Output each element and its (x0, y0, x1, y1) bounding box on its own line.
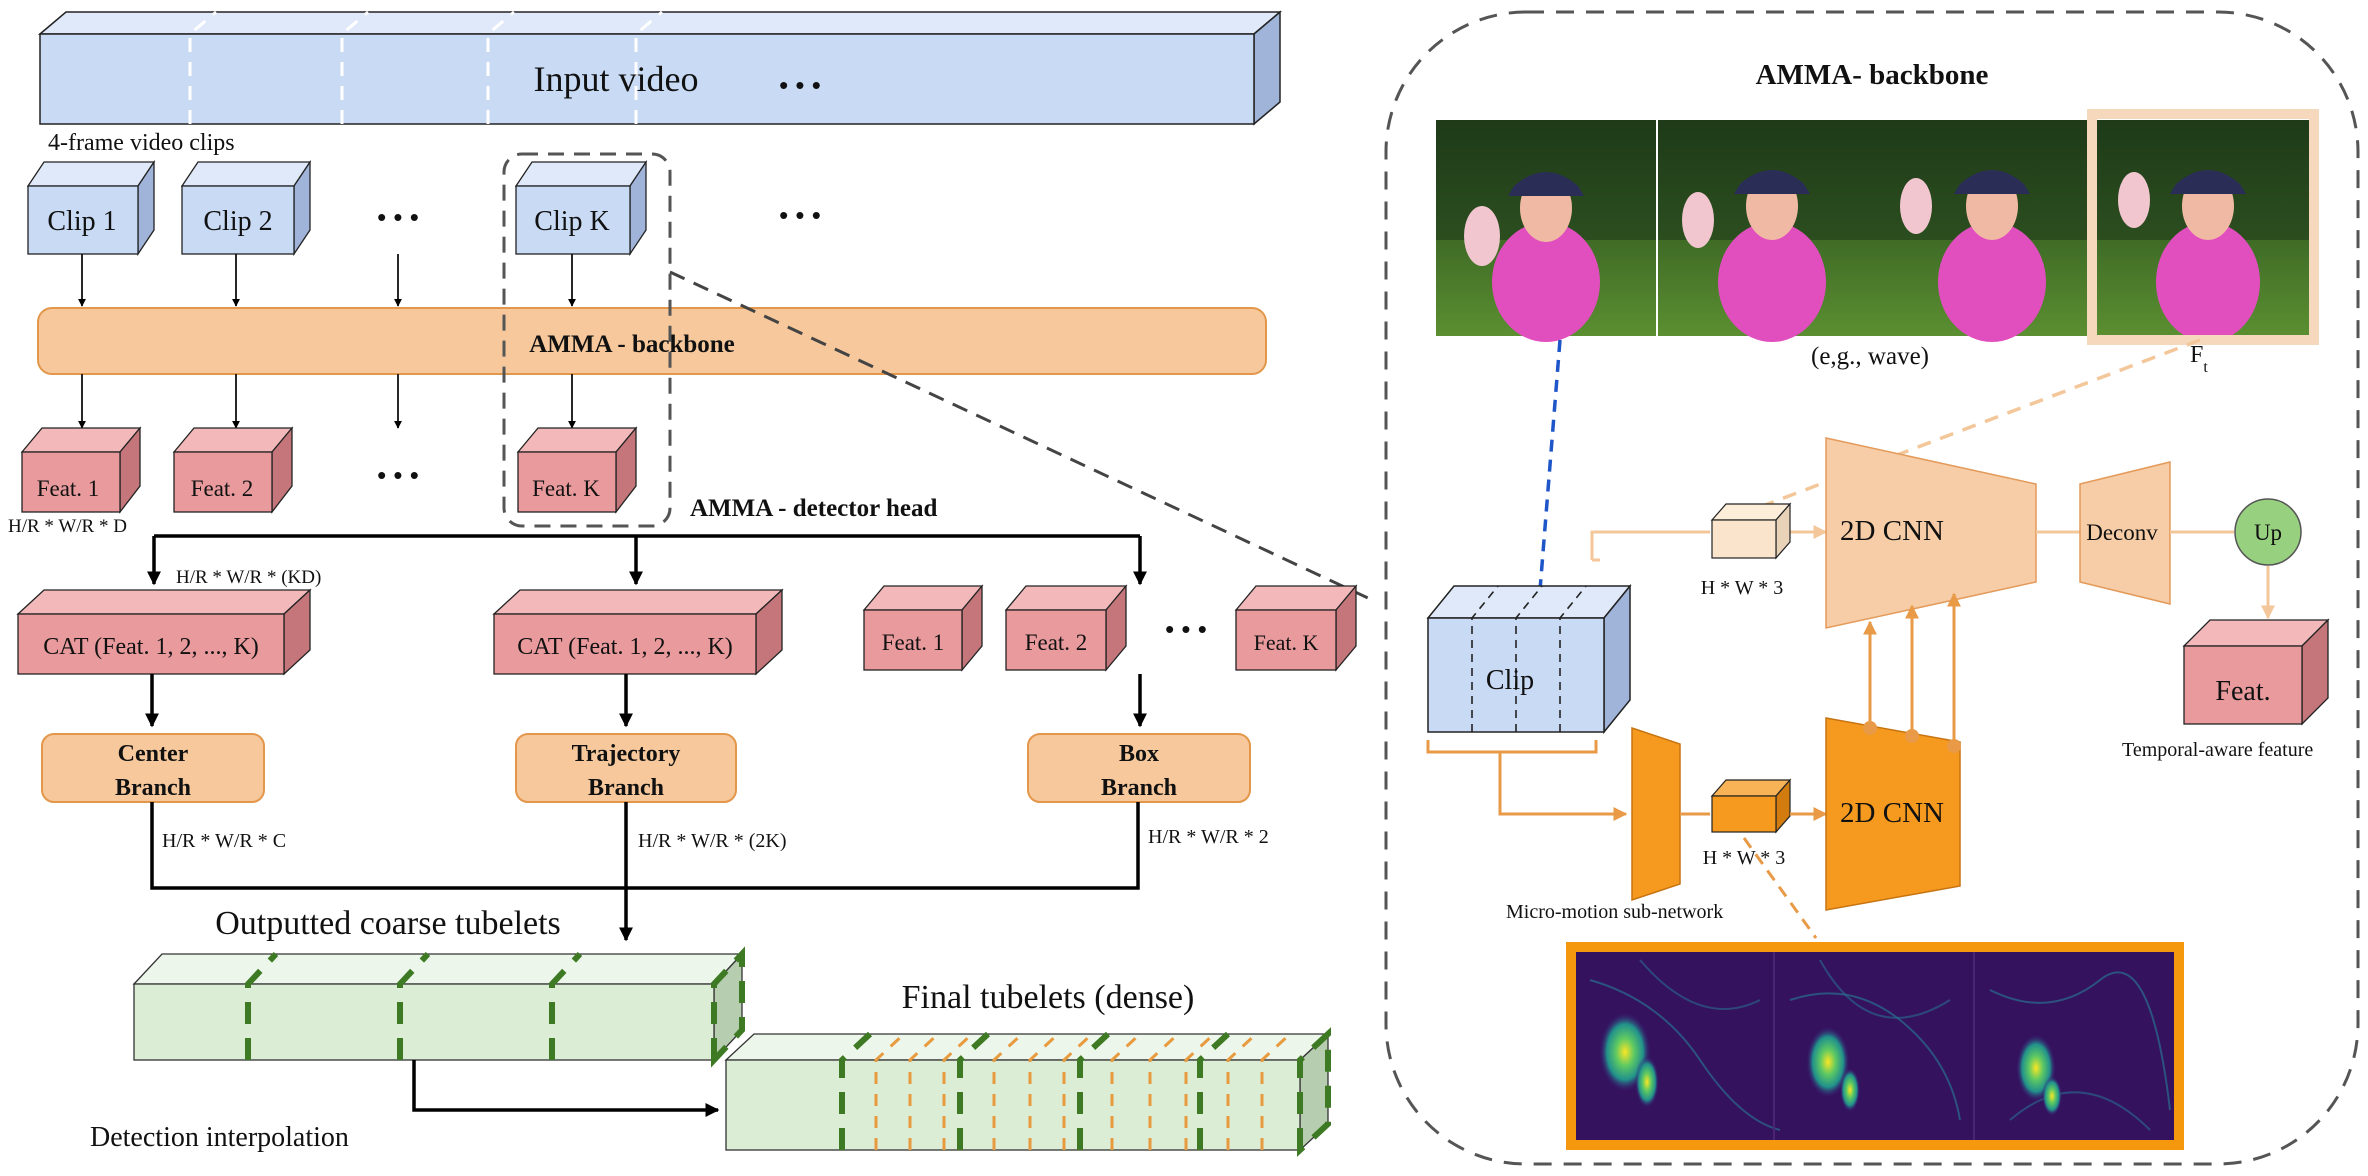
video-frame (1878, 120, 2098, 342)
frames-caption: (e,g., wave) (1811, 343, 1929, 370)
trajectory-branch-dim: H/R * W/R * (2K) (638, 830, 787, 852)
hw3-bottom: H * W * 3 (1703, 847, 1786, 869)
merge-lines (150, 802, 1140, 942)
clips-ellipsis: • • • (377, 202, 419, 232)
box-feat-cube (1234, 584, 1358, 672)
heatmap-panel (1789, 959, 1961, 1121)
clips-caption: 4-frame video clips (48, 130, 235, 156)
motion-heatmaps (1566, 942, 2184, 1150)
connection-dots (1863, 721, 1961, 753)
deconv-block (2079, 461, 2171, 605)
video-frame-ft (2087, 109, 2319, 345)
frames-to-clip-line (1538, 339, 1562, 591)
hw3-top: H * W * 3 (1701, 577, 1784, 599)
ft-to-input-line (1751, 338, 2201, 512)
box-branch-line1: Box (1119, 741, 1159, 767)
heatmap-panel (1589, 959, 1781, 1131)
box-feat-label: Feat. 1 (882, 630, 945, 655)
final-tubelet (724, 1027, 1331, 1157)
clip-cube (514, 159, 648, 257)
input-video-label: Input video (534, 59, 699, 99)
coarse-tubelet (132, 946, 745, 1068)
cat-box (16, 588, 312, 676)
top-path (1590, 525, 1828, 562)
clip-label: Clip K (534, 206, 609, 237)
branch-arrows (145, 674, 1147, 728)
box-feat-cube (1004, 584, 1128, 672)
deconv-label: Deconv (2086, 520, 2158, 545)
micro-motion-caption: Micro-motion sub-network (1506, 901, 1723, 923)
cnn-top-label: 2D CNN (1840, 515, 1944, 547)
box-feats-ellipsis: • • • (1165, 614, 1207, 644)
small-cube-top (1710, 502, 1792, 560)
feature-cube (20, 426, 142, 514)
clip-arrows (78, 254, 576, 307)
clip-cube (26, 159, 156, 257)
cat-label: CAT (Feat. 1, 2, ..., K) (43, 634, 259, 660)
up-label: Up (2254, 520, 2282, 545)
feature-dim: H/R * W/R * D (8, 516, 127, 537)
clip-label: Clip 1 (47, 206, 116, 237)
box-branch-dim: H/R * W/R * 2 (1148, 826, 1269, 848)
backbone-bar-label: AMMA - backbone (529, 331, 735, 358)
feature-label: Feat. 2 (191, 476, 254, 501)
temporal-aware-caption: Temporal-aware feature (2122, 739, 2313, 761)
features-ellipsis: • • • (377, 460, 419, 490)
box-branch-line2: Branch (1101, 775, 1177, 801)
clip-label: Clip 2 (203, 206, 272, 237)
clip-cube (180, 159, 312, 257)
detector-head-lines (147, 534, 1147, 586)
center-branch-line2: Branch (115, 775, 191, 801)
input-video-block (37, 10, 1283, 126)
heatmap-panel (1989, 971, 2171, 1131)
cat-dim: H/R * W/R * (KD) (176, 567, 321, 588)
cat-label: CAT (Feat. 1, 2, ..., K) (517, 634, 733, 660)
video-frame (1436, 120, 1656, 342)
detection-interpolation-label: Detection interpolation (90, 1122, 349, 1153)
feature-cube (172, 426, 294, 514)
interp-arrow (412, 1060, 720, 1117)
box-feat-label: Feat. K (1254, 630, 1319, 655)
coarse-tubelets-label: Outputted coarse tubelets (215, 905, 561, 942)
clipk-highlight (502, 152, 672, 528)
center-branch-line1: Center (118, 741, 189, 767)
bottom-path (1426, 740, 1628, 821)
trajectory-branch-line1: Trajectory (572, 741, 681, 767)
cat-box (492, 588, 784, 676)
final-tubelets-label: Final tubelets (dense) (902, 979, 1195, 1016)
feature-label: Feat. 1 (37, 476, 100, 501)
right-ellipsis-top: • • • (779, 200, 821, 230)
cnn-connections (1863, 592, 1961, 742)
backbone-bar (37, 307, 1267, 375)
input-video-ellipsis: • • • (779, 70, 821, 100)
small-cube-bottom (1710, 778, 1792, 834)
feature-label: Feat. K (532, 476, 600, 501)
panel-clip-cube (1426, 583, 1632, 735)
temporal-feat-cube (2182, 618, 2330, 726)
ft-label: Ft (2190, 342, 2208, 376)
video-frames (1436, 109, 2319, 345)
feature-arrows (78, 374, 576, 429)
backbone-panel (1384, 10, 2360, 1166)
box-feat-cube (862, 584, 984, 672)
micro-motion-net (1631, 726, 1681, 902)
panel-title: AMMA- backbone (1756, 59, 1989, 91)
panel-clip-label: Clip (1486, 665, 1534, 696)
trajectory-branch-line2: Branch (588, 775, 664, 801)
cnn-top (1825, 437, 2037, 629)
center-branch-dim: H/R * W/R * C (162, 830, 286, 852)
cnn-bottom-label: 2D CNN (1840, 797, 1944, 829)
up-circle (2234, 498, 2302, 566)
to-heatmap-line (1742, 837, 1818, 939)
box-feat-label: Feat. 2 (1025, 630, 1088, 655)
temporal-feat-label: Feat. (2215, 676, 2270, 707)
video-frame (1658, 120, 1878, 342)
feature-cube (516, 426, 638, 514)
detector-head-title: AMMA - detector head (690, 495, 937, 522)
